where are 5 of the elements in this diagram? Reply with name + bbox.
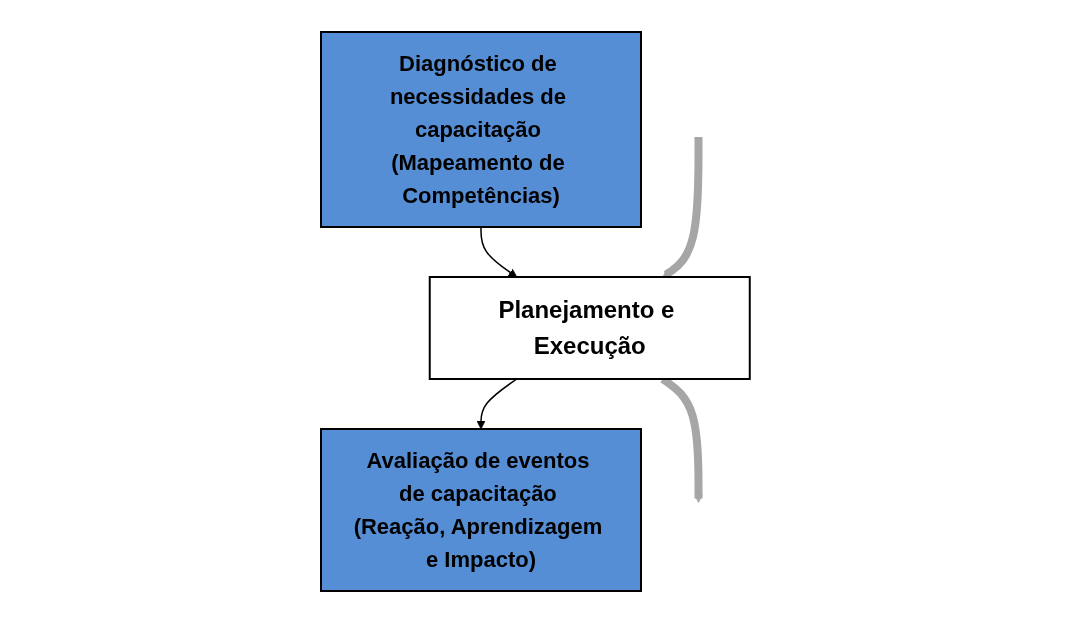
arrow [480,226,518,278]
node-box: Avaliação de eventos de capacitação (Reação, Aprendizagem e Impacto) [320,428,643,592]
node-box: Diagnóstico de necessidades de capacitação (Mapeamento de Competências) [320,31,643,228]
node-box: Planejamento e Execução [428,276,751,380]
arrow [476,378,518,430]
